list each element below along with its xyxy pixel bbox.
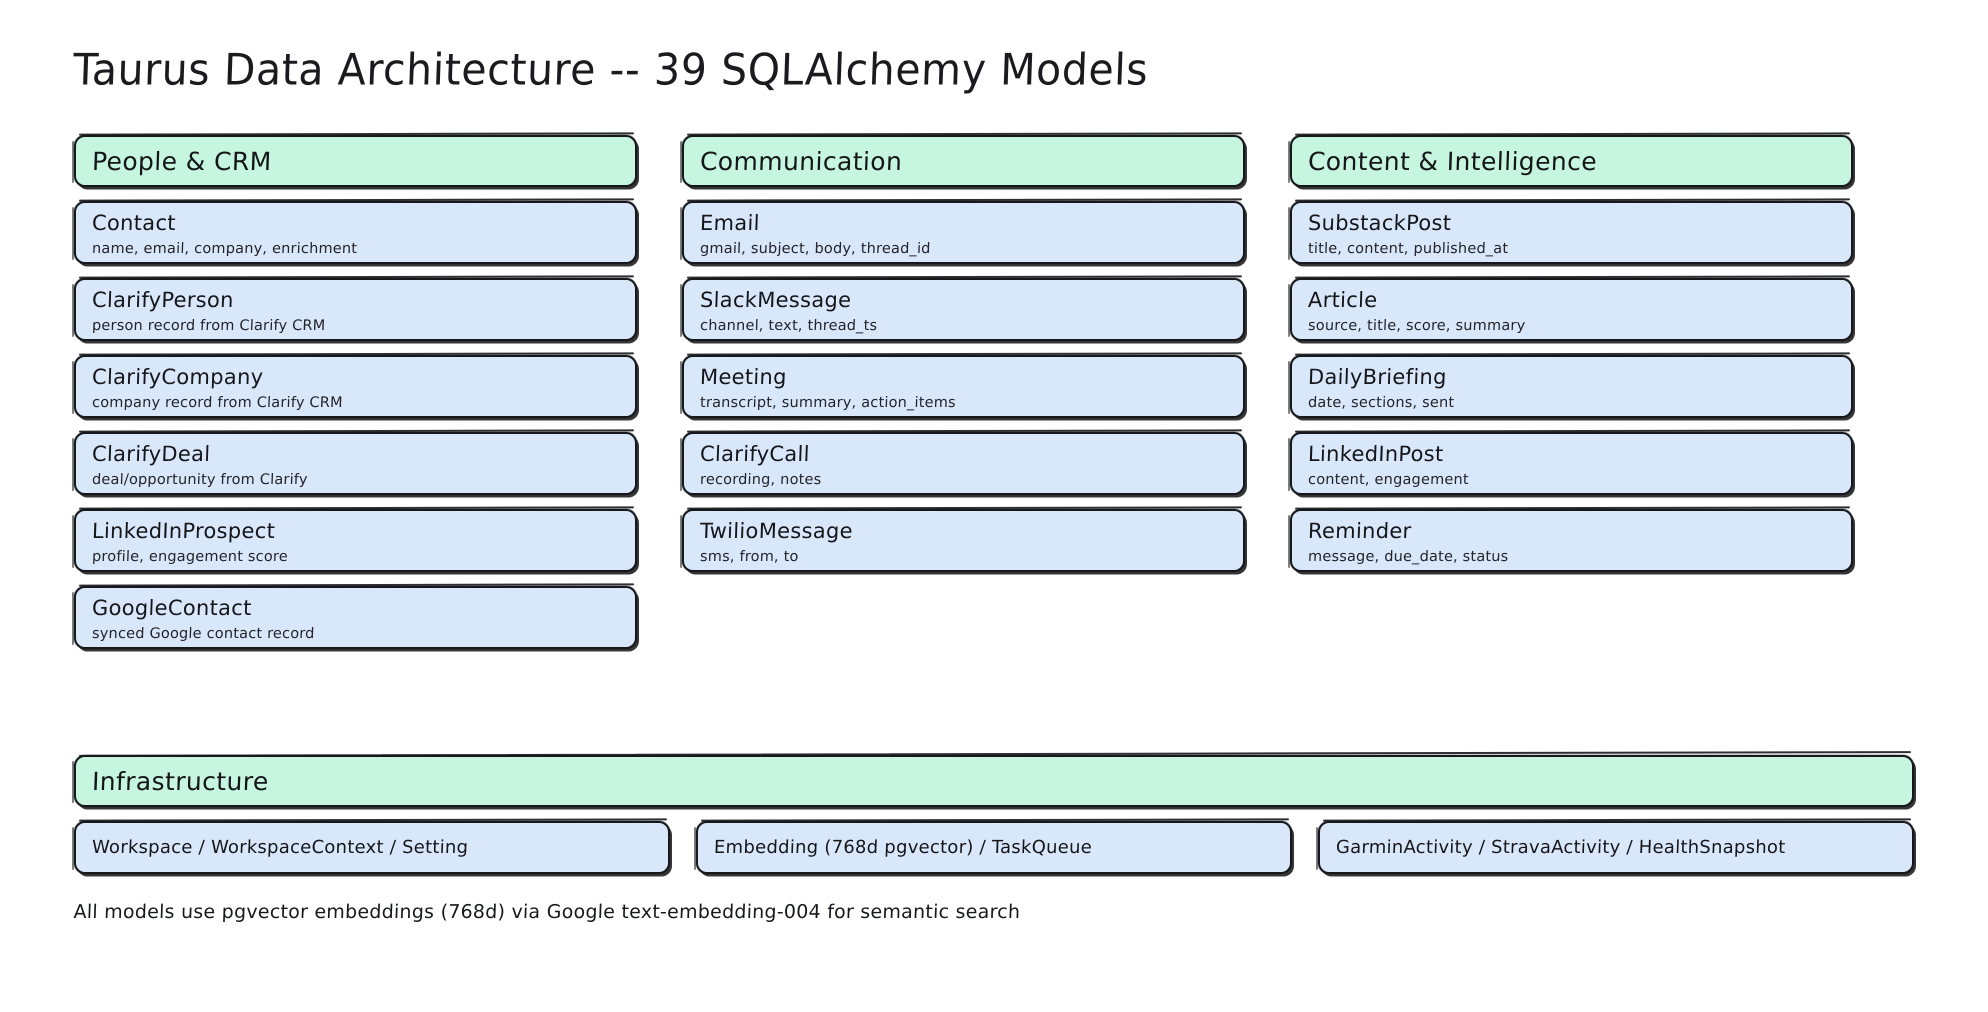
model-card[interactable]: DailyBriefing date, sections, sent: [1287, 355, 1853, 418]
model-card-subtitle: profile, engagement score: [91, 549, 289, 566]
model-card[interactable]: GoogleContact synced Google contact reco…: [71, 586, 637, 649]
model-card-subtitle: person record from Clarify CRM: [91, 318, 326, 335]
model-card-subtitle: title, content, published_at: [1307, 241, 1509, 258]
model-card-subtitle: channel, text, thread_ts: [699, 318, 878, 335]
model-card-title: SubstackPost: [1307, 211, 1452, 235]
group-header-label: Content & Intelligence: [1307, 146, 1598, 176]
footer-note: All models use pgvector embeddings (768d…: [73, 901, 1021, 923]
column-container: People & CRM Contact name, email, compan…: [71, 135, 1914, 649]
model-card[interactable]: Contact name, email, company, enrichment: [71, 201, 637, 264]
group-header-communication[interactable]: Communication: [679, 135, 1245, 187]
model-card-subtitle: synced Google contact record: [91, 626, 315, 643]
infrastructure-card[interactable]: Workspace / WorkspaceContext / Setting: [71, 821, 670, 874]
model-card-title: ClarifyCompany: [91, 365, 264, 389]
infrastructure-section: Infrastructure Workspace / WorkspaceCont…: [71, 755, 1914, 874]
model-card[interactable]: SubstackPost title, content, published_a…: [1287, 201, 1853, 264]
model-card-title: Article: [1307, 288, 1378, 312]
group-header-content-intelligence[interactable]: Content & Intelligence: [1287, 135, 1853, 187]
model-card[interactable]: TwilioMessage sms, from, to: [679, 509, 1245, 572]
infrastructure-card-label: GarminActivity / StravaActivity / Health…: [1335, 837, 1786, 858]
model-card[interactable]: Reminder message, due_date, status: [1287, 509, 1853, 572]
model-card-subtitle: sms, from, to: [699, 549, 799, 566]
model-card[interactable]: LinkedInProspect profile, engagement sco…: [71, 509, 637, 572]
model-card[interactable]: ClarifyPerson person record from Clarify…: [71, 278, 637, 341]
model-card-title: Meeting: [699, 365, 788, 389]
model-card[interactable]: Email gmail, subject, body, thread_id: [679, 201, 1245, 264]
model-card-title: SlackMessage: [699, 288, 852, 312]
infrastructure-row: Workspace / WorkspaceContext / Setting E…: [71, 821, 1914, 874]
model-card-subtitle: recording, notes: [699, 472, 822, 489]
infrastructure-card[interactable]: Embedding (768d pgvector) / TaskQueue: [693, 821, 1292, 874]
group-header-label: Infrastructure: [91, 766, 270, 796]
model-card-title: Reminder: [1307, 519, 1412, 543]
model-card-title: DailyBriefing: [1307, 365, 1448, 389]
group-header-label: Communication: [699, 146, 903, 176]
model-card[interactable]: Meeting transcript, summary, action_item…: [679, 355, 1245, 418]
model-card-title: LinkedInProspect: [91, 519, 276, 543]
model-card-title: TwilioMessage: [699, 519, 854, 543]
model-card-title: ClarifyPerson: [91, 288, 235, 312]
model-card[interactable]: Article source, title, score, summary: [1287, 278, 1853, 341]
model-card[interactable]: ClarifyCall recording, notes: [679, 432, 1245, 495]
model-card-subtitle: gmail, subject, body, thread_id: [699, 241, 931, 258]
column-communication: Communication Email gmail, subject, body…: [679, 135, 1245, 649]
model-card-subtitle: date, sections, sent: [1307, 395, 1455, 412]
model-card-title: Email: [699, 211, 761, 235]
model-card-subtitle: name, email, company, enrichment: [91, 241, 358, 258]
model-card[interactable]: LinkedInPost content, engagement: [1287, 432, 1853, 495]
model-card-subtitle: company record from Clarify CRM: [91, 395, 344, 412]
model-card-subtitle: transcript, summary, action_items: [699, 395, 957, 412]
model-card-title: LinkedInPost: [1307, 442, 1445, 466]
model-card-subtitle: message, due_date, status: [1307, 549, 1509, 566]
model-card-subtitle: source, title, score, summary: [1307, 318, 1526, 335]
model-card[interactable]: SlackMessage channel, text, thread_ts: [679, 278, 1245, 341]
model-card[interactable]: ClarifyCompany company record from Clari…: [71, 355, 637, 418]
model-card-subtitle: content, engagement: [1307, 472, 1470, 489]
model-card-title: GoogleContact: [91, 596, 253, 620]
model-card-title: Contact: [91, 211, 177, 235]
model-card[interactable]: ClarifyDeal deal/opportunity from Clarif…: [71, 432, 637, 495]
model-card-title: ClarifyDeal: [91, 442, 211, 466]
page-title: Taurus Data Architecture -- 39 SQLAlchem…: [72, 44, 1150, 95]
column-people-crm: People & CRM Contact name, email, compan…: [71, 135, 637, 649]
infrastructure-card-label: Embedding (768d pgvector) / TaskQueue: [713, 837, 1093, 858]
model-card-title: ClarifyCall: [699, 442, 811, 466]
group-header-people-crm[interactable]: People & CRM: [71, 135, 637, 187]
model-card-subtitle: deal/opportunity from Clarify: [91, 472, 308, 489]
infrastructure-card[interactable]: GarminActivity / StravaActivity / Health…: [1315, 821, 1914, 874]
group-header-infrastructure[interactable]: Infrastructure: [71, 755, 1914, 807]
infrastructure-card-label: Workspace / WorkspaceContext / Setting: [91, 837, 469, 858]
column-content-intelligence: Content & Intelligence SubstackPost titl…: [1287, 135, 1853, 649]
group-header-label: People & CRM: [91, 146, 273, 176]
